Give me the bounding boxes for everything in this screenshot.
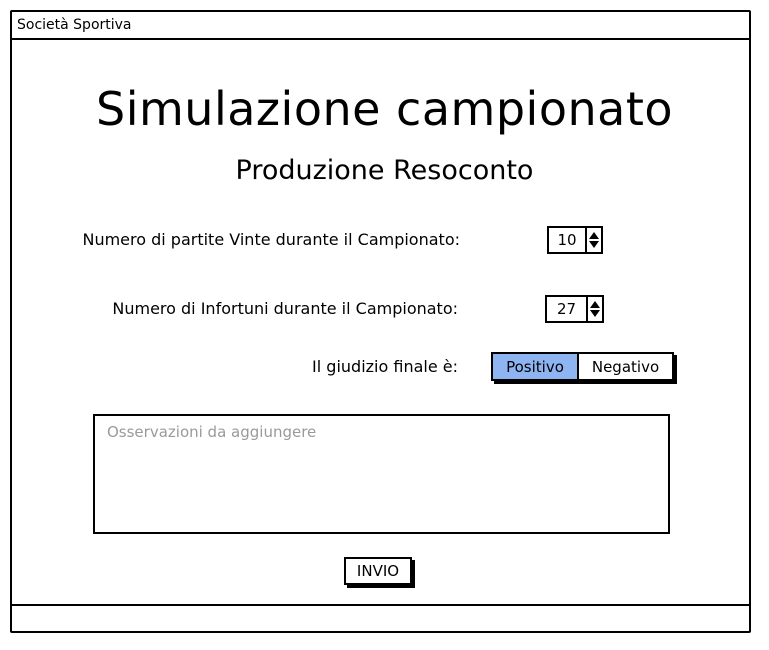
- injuries-label: Numero di Infortuni durante il Campionat…: [112, 299, 458, 318]
- submit-button[interactable]: INVIO: [344, 557, 412, 585]
- decrement-icon[interactable]: [590, 310, 600, 317]
- wins-label: Numero di partite Vinte durante il Campi…: [82, 230, 460, 249]
- title-bar: Società Sportiva: [12, 12, 749, 40]
- page-title: Simulazione campionato: [96, 82, 673, 136]
- page-subtitle: Produzione Resoconto: [235, 155, 534, 186]
- notes-placeholder: Osservazioni da aggiungere: [107, 423, 317, 441]
- judgment-option-negative[interactable]: Negativo: [579, 354, 672, 379]
- injuries-stepper[interactable]: 27: [545, 295, 604, 323]
- injuries-value[interactable]: 27: [556, 300, 577, 318]
- wins-value[interactable]: 10: [557, 231, 577, 249]
- notes-textarea[interactable]: Osservazioni da aggiungere: [93, 414, 670, 534]
- judgment-toggle[interactable]: Positivo Negativo: [491, 352, 674, 381]
- window-title: Società Sportiva: [17, 17, 132, 33]
- judgment-label: Il giudizio finale è:: [312, 357, 458, 376]
- wins-stepper[interactable]: 10: [547, 226, 603, 254]
- increment-icon[interactable]: [589, 232, 599, 239]
- judgment-option-positive[interactable]: Positivo: [493, 354, 579, 379]
- increment-icon[interactable]: [590, 301, 600, 308]
- decrement-icon[interactable]: [589, 241, 599, 248]
- stepper-arrows-icon[interactable]: [586, 297, 602, 321]
- stepper-arrows-icon[interactable]: [585, 228, 601, 252]
- status-bar: [12, 604, 749, 631]
